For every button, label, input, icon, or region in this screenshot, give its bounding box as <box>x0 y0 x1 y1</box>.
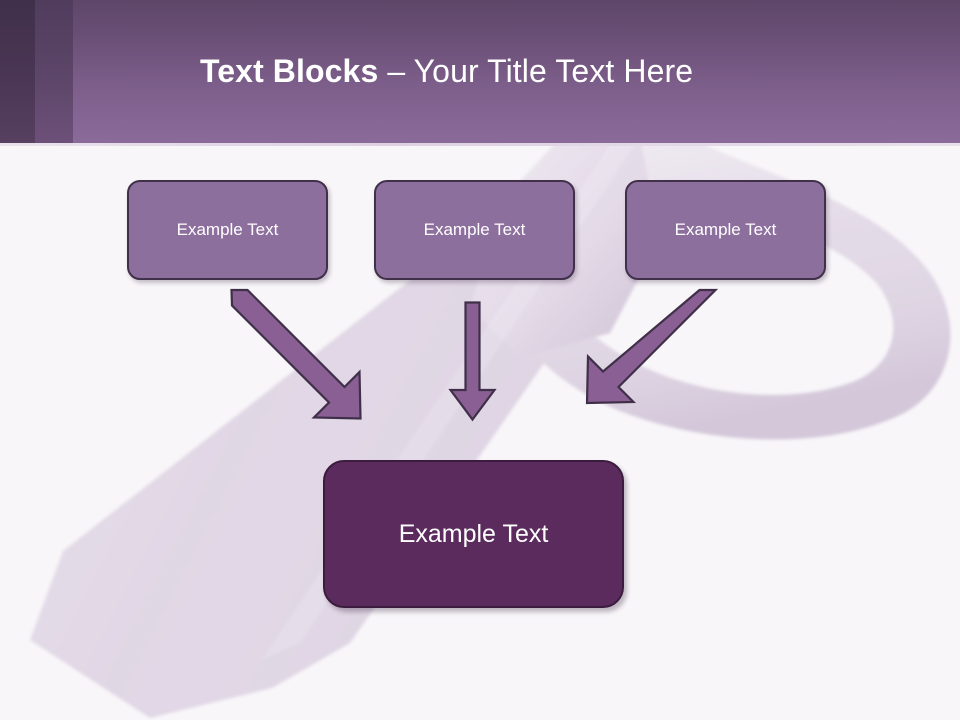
text-block-top-1[interactable]: Example Text <box>127 180 328 280</box>
text-block-top-2-label: Example Text <box>423 220 526 239</box>
text-block-top-3[interactable]: Example Text <box>625 180 826 280</box>
page-title-separator: – <box>378 53 414 89</box>
header-accent-band-dark <box>0 0 35 143</box>
page-title-bold: Text Blocks <box>200 53 379 89</box>
slide-header: Text Blocks – Your Title Text Here <box>0 0 960 143</box>
page-title: Text Blocks – Your Title Text Here <box>200 52 693 90</box>
text-block-top-1-label: Example Text <box>176 220 279 239</box>
text-block-bottom[interactable]: Example Text <box>323 460 624 608</box>
text-block-bottom-label: Example Text <box>398 519 549 548</box>
text-block-top-2[interactable]: Example Text <box>374 180 575 280</box>
header-accent-band-mid <box>35 0 73 143</box>
page-title-regular: Your Title Text Here <box>413 53 694 89</box>
text-block-top-3-label: Example Text <box>674 220 777 239</box>
header-underline <box>0 143 960 146</box>
